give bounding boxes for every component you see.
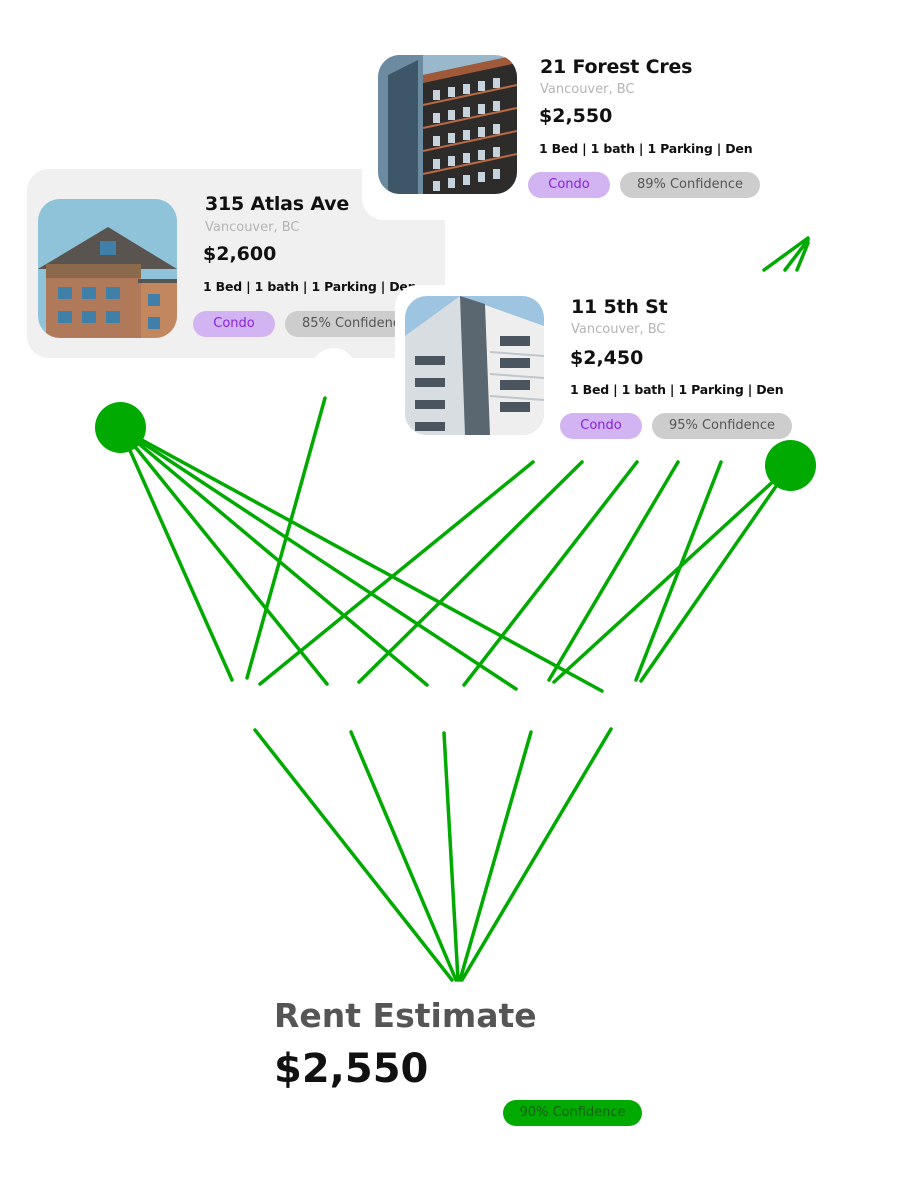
- connector-line: [118, 426, 329, 686]
- listing-card-forest[interactable]: 21 Forest Cres Vancouver, BC $2,550 1 Be…: [362, 40, 782, 220]
- listing-address: 11 5th St: [571, 296, 668, 318]
- connector-line: [357, 460, 584, 684]
- connector-line: [258, 460, 535, 686]
- confidence-badge: 95% Confidence: [652, 413, 792, 439]
- listing-city: Vancouver, BC: [540, 82, 635, 97]
- listing-address: 315 Atlas Ave: [205, 193, 350, 215]
- listing-photo-dark-facade: [378, 55, 517, 194]
- chevron-mark: [762, 236, 810, 272]
- type-badge: Condo: [193, 311, 275, 337]
- connector-line: [349, 730, 458, 982]
- connector-line: [552, 464, 792, 684]
- connector-line: [462, 460, 639, 687]
- listing-address: 21 Forest Cres: [540, 56, 693, 78]
- estimate-title: Rent Estimate: [274, 996, 537, 1035]
- listing-card-5th[interactable]: 11 5th St Vancouver, BC $2,450 1 Bed | 1…: [395, 285, 815, 460]
- left-node: [95, 402, 146, 453]
- listing-photo-white-tower: [405, 296, 544, 435]
- listing-city: Vancouver, BC: [571, 322, 666, 337]
- connector-line: [118, 426, 604, 693]
- connector-line: [634, 460, 723, 682]
- connector-line: [118, 426, 234, 682]
- right-node: [765, 440, 816, 491]
- connector-line: [458, 730, 533, 982]
- connector-line: [639, 464, 792, 683]
- confidence-badge: 89% Confidence: [620, 172, 760, 198]
- connector-line: [245, 396, 327, 680]
- chevron-mark: [795, 241, 810, 272]
- listing-specs: 1 Bed | 1 bath | 1 Parking | Den: [203, 279, 417, 294]
- connector-line: [253, 728, 454, 982]
- type-badge: Condo: [560, 413, 642, 439]
- connector-line: [460, 727, 613, 982]
- card-notch: [311, 348, 356, 393]
- estimate-value: $2,550: [274, 1046, 429, 1092]
- listing-photo-wood-house: [38, 199, 177, 338]
- connector-line: [118, 426, 429, 687]
- listing-specs: 1 Bed | 1 bath | 1 Parking | Den: [570, 382, 784, 397]
- listing-price: $2,600: [203, 243, 277, 265]
- connector-line: [118, 426, 518, 691]
- listing-price: $2,450: [570, 347, 644, 369]
- connector-line: [547, 460, 680, 682]
- connector-line: [442, 731, 460, 982]
- chevron-mark: [783, 238, 810, 272]
- listing-price: $2,550: [539, 105, 613, 127]
- estimate-confidence-badge: 90% Confidence: [503, 1100, 642, 1126]
- listing-city: Vancouver, BC: [205, 220, 300, 235]
- listing-specs: 1 Bed | 1 bath | 1 Parking | Den: [539, 141, 753, 156]
- type-badge: Condo: [528, 172, 610, 198]
